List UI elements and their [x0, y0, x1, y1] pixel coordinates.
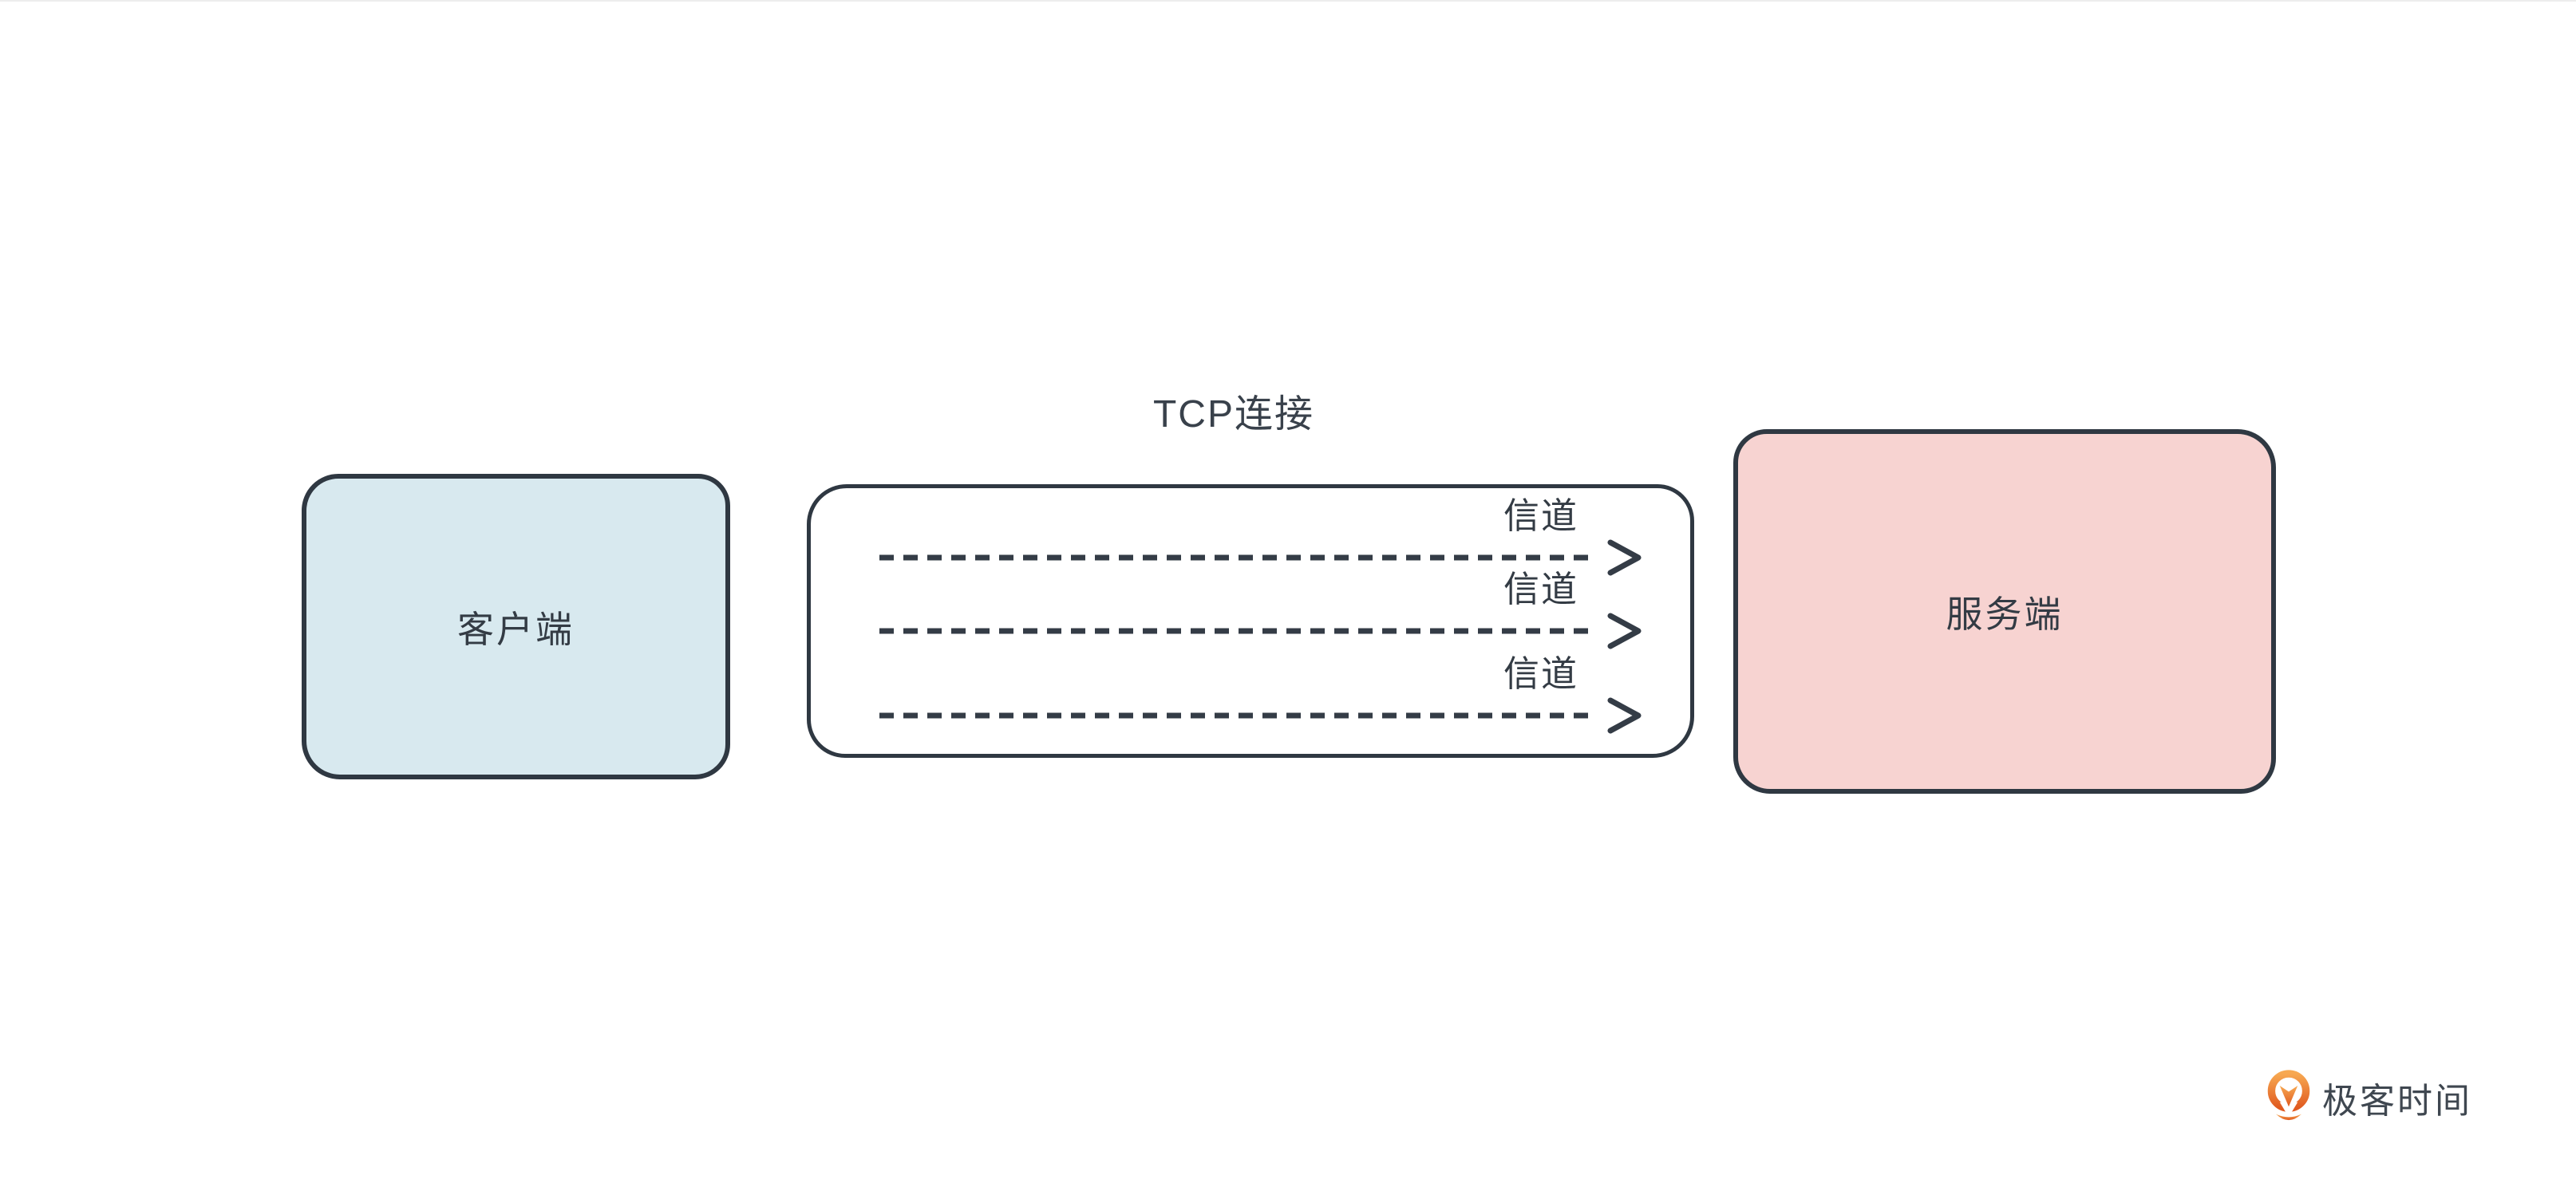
diagram-title: TCP连接 [1152, 393, 1314, 436]
channel-label: 信道 [1503, 653, 1578, 694]
dashed-arrow-right-icon [879, 539, 1642, 576]
geektime-logo: 极客时间 [2265, 1067, 2472, 1128]
channel-row: 信道 [878, 571, 1656, 650]
tcp-connection-box: 信道 信道 信道 [807, 484, 1694, 758]
dashed-arrow-right-icon [879, 697, 1642, 734]
screenshot-top-edge [0, 0, 2576, 2]
channel-label: 信道 [1503, 495, 1578, 536]
channel-label: 信道 [1503, 569, 1578, 609]
server-box-label: 服务端 [1946, 593, 2064, 635]
client-box: 客户端 [302, 474, 730, 779]
channel-row: 信道 [878, 498, 1656, 577]
channel-row: 信道 [878, 656, 1656, 735]
client-box-label: 客户端 [457, 608, 575, 650]
geektime-logo-text: 极客时间 [2322, 1082, 2472, 1121]
geektime-q-pin-icon [2267, 1070, 2310, 1121]
server-box: 服务端 [1733, 429, 2276, 794]
dashed-arrow-right-icon [879, 613, 1642, 649]
